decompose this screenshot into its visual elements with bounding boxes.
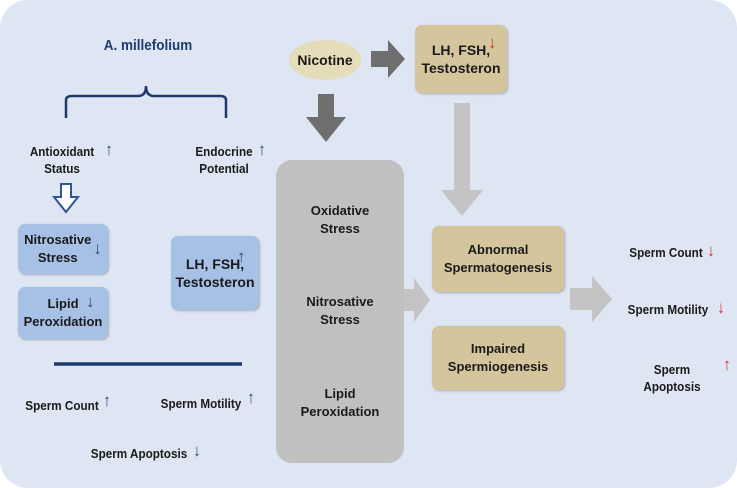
oxidative-stress-text: Oxidative Stress (310, 202, 370, 236)
arrow-nicotine-to-stress (306, 94, 346, 142)
right-sperm-apoptosis-up-arrow-icon: ↑ (723, 355, 731, 374)
plant-title-text: A. millefolium (103, 37, 193, 54)
right-sperm-count-label: Sperm Count (626, 244, 705, 261)
left-sperm-motility-text: Sperm Motility (160, 396, 242, 411)
center-lipid-peroxidation-text: Lipid Peroxidation (300, 386, 380, 420)
left-nitrosative-stress-box: Nitrosative Stress ↓ (18, 224, 108, 274)
antioxidant-status-text: Antioxidant Status (29, 144, 95, 176)
arrow-to-outcomes (570, 276, 612, 322)
left-sperm-apoptosis-text: Sperm Apoptosis (90, 446, 188, 461)
center-hormones-text: LH, FSH, Testosteron (421, 42, 501, 76)
impaired-spermiogenesis-box: Impaired Spermiogenesis (432, 326, 564, 390)
left-sperm-motility-up-arrow-icon: ↑ (247, 388, 255, 407)
arrow-stress-to-spermatogenesis (404, 278, 430, 322)
left-lipid-peroxidation-text: Lipid Peroxidation (23, 296, 103, 329)
left-sperm-count-text: Sperm Count (25, 398, 99, 413)
arrow-hormones-to-abnormal (441, 103, 483, 216)
hollow-down-arrow (51, 183, 81, 214)
left-sperm-count-label: Sperm Count (24, 397, 100, 414)
brace-connector (64, 85, 228, 118)
abnormal-spermatogenesis-text: Abnormal Spermatogenesis (443, 242, 553, 275)
left-lipid-down-arrow-icon: ↓ (86, 292, 95, 311)
right-sperm-count-text: Sperm Count (629, 245, 703, 260)
nicotine-ellipse: Nicotine (289, 40, 361, 80)
left-hormones-box: LH, FSH, Testosteron ↑ (171, 236, 259, 310)
left-sperm-apoptosis-label: Sperm Apoptosis (90, 445, 189, 462)
left-hormones-up-arrow-icon: ↑ (237, 247, 246, 266)
antioxidant-up-arrow-icon: ↑ (105, 140, 113, 159)
center-hormones-down-arrow-icon: ↓ (488, 33, 497, 52)
impaired-spermiogenesis-text: Impaired Spermiogenesis (447, 341, 549, 374)
left-nitrosative-down-arrow-icon: ↓ (93, 239, 102, 258)
right-sperm-motility-down-arrow-icon: ↓ (717, 298, 725, 317)
antioxidant-status-label: Antioxidant Status (19, 143, 105, 177)
arrow-nicotine-to-hormones (371, 40, 405, 78)
center-hormones-box: LH, FSH, Testosteron ↓ (415, 25, 507, 93)
left-hormones-text: LH, FSH, Testosteron (175, 256, 255, 290)
endocrine-potential-label: Endocrine Potential (181, 143, 267, 177)
right-sperm-count-down-arrow-icon: ↓ (707, 241, 715, 260)
left-nitrosative-stress-text: Nitrosative Stress (24, 232, 92, 265)
left-sperm-apoptosis-down-arrow-icon: ↓ (193, 441, 201, 460)
left-lipid-peroxidation-box: Lipid Peroxidation ↓ (18, 287, 108, 339)
left-sperm-motility-label: Sperm Motility (157, 395, 245, 412)
right-sperm-motility-text: Sperm Motility (627, 302, 709, 317)
center-nitrosative-stress-text: Nitrosative Stress (306, 294, 374, 328)
endocrine-potential-text: Endocrine Potential (195, 144, 253, 176)
abnormal-spermatogenesis-box: Abnormal Spermatogenesis (432, 226, 564, 292)
endocrine-up-arrow-icon: ↑ (258, 140, 266, 159)
right-sperm-apoptosis-text: Sperm Apoptosis (643, 362, 701, 394)
stress-box: Oxidative Stress Nitrosative Stress Lipi… (276, 160, 404, 463)
right-sperm-apoptosis-label: Sperm Apoptosis (624, 361, 719, 395)
right-sperm-motility-label: Sperm Motility (625, 301, 711, 318)
nicotine-text: Nicotine (297, 52, 353, 68)
left-sperm-count-up-arrow-icon: ↑ (103, 391, 111, 410)
plant-title: A. millefolium (69, 37, 227, 54)
